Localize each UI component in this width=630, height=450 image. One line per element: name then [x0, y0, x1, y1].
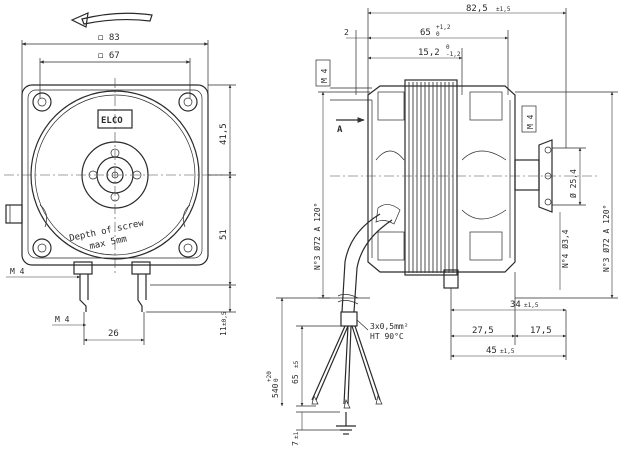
dim-m4-right-text: M 4 [526, 114, 535, 129]
dim-67-text: ◻ 67 [98, 51, 120, 61]
dimension-m4-bottom: M 4 [52, 315, 87, 327]
dimension-m4-right: M 4 [521, 105, 537, 133]
dimension-27-5: 27,5 [450, 272, 567, 360]
screw-depth-label: Depth of screw max 5mm [69, 218, 146, 252]
dim-82-5-tol: ±1,5 [496, 6, 511, 13]
power-cable [311, 204, 401, 435]
dimension-17-5: 17,5 [514, 326, 567, 338]
side-motor-body [367, 79, 516, 296]
dimension-m4-side: M 4 [6, 267, 81, 279]
cable-spec-line2: HT 90°C [370, 332, 404, 341]
dim-45-text: 45 [486, 346, 497, 356]
cable-spec: 3x0,5mm² HT 90°C [356, 319, 409, 341]
dim-15-2-tol-bottom: -1,2 [446, 51, 461, 58]
dim-51-text: 51 [219, 229, 229, 240]
dim-540-tol-top: +20 [266, 371, 273, 382]
dim-hub-diameter-text: Ø 25,4 [568, 169, 578, 198]
dimension-41-5: 41,5 [208, 84, 236, 176]
shaft-hub [330, 139, 600, 213]
front-motor-body: ELCO [5, 84, 209, 312]
dim-83-text: ◻ 83 [98, 33, 120, 43]
dimension-540: 540 +20 0 [266, 297, 330, 407]
dim-27-5-text: 27,5 [472, 326, 494, 336]
dim-26-text: 26 [108, 329, 119, 339]
dim-7-tol: ±1 [293, 431, 300, 439]
dimension-34: 34 ±1,5 [450, 300, 567, 312]
dim-15-2-text: 15,2 [418, 48, 440, 58]
dimension-square-67: ◻ 67 [39, 51, 191, 98]
lamination-hatching [408, 82, 454, 273]
dim-65-lead-text: 65 [291, 374, 300, 384]
dimension-65-lead: 65 ±5 [291, 325, 342, 407]
dim-2-text: 2 [344, 28, 349, 37]
dim-7-text: 7 [291, 441, 300, 446]
rotation-arrow-icon [70, 12, 153, 28]
dim-m4-left-text: M 4 [320, 68, 329, 83]
dimension-right-vertical: N°3 Ø72 A 120° [515, 91, 618, 299]
brand-logo-text: ELCO [101, 116, 123, 126]
dim-m4-side-text: M 4 [10, 267, 25, 276]
dimension-square-83: ◻ 83 [21, 33, 209, 95]
dim-65-tol-top: +1,2 [436, 24, 451, 31]
dim-540-text: 540 [271, 383, 280, 398]
dimension-65: 65 +1,2 0 [367, 24, 509, 95]
dimension-51: 51 [150, 174, 236, 286]
dimension-holes: N°4 Ø3,4 [559, 212, 570, 290]
dim-540-tol-bottom: 0 [273, 378, 280, 382]
dim-65-tol-bottom: 0 [436, 31, 440, 38]
dimension-7: 7 ±1 [291, 411, 340, 446]
dim-17-5-text: 17,5 [530, 326, 552, 336]
dim-15-2-tol-top: 0 [446, 44, 450, 51]
dim-11-text: 11 [219, 326, 228, 336]
dim-11-tol: ±0,5 [221, 311, 228, 326]
dim-65-lead-tol: ±5 [293, 360, 300, 368]
dim-82-5-text: 82,5 [466, 4, 488, 14]
dimension-82-5: 82,5 ±1,5 [367, 4, 567, 148]
view-arrow-a: A [336, 117, 365, 135]
dimension-45: 45 ±1,5 [450, 346, 567, 358]
dimension-2: 2 [344, 28, 368, 95]
side-view: 82,5 ±1,5 2 65 +1,2 0 15,2 0 -1,2 M 4 [266, 4, 618, 446]
cable-spec-line1: 3x0,5mm² [370, 322, 409, 331]
dim-right-vertical-text: N°3 Ø72 A 120° [601, 205, 611, 272]
dimension-11: 11 ±0,5 [146, 284, 236, 336]
dim-34-text: 34 [510, 300, 521, 310]
dim-65-text: 65 [420, 28, 431, 38]
dimension-m4-left: M 4 [315, 59, 372, 101]
dimension-left-vertical: N°3 Ø72 A 120° [312, 91, 370, 299]
front-view: ◻ 83 ◻ 67 [4, 12, 236, 345]
dim-m4-bottom-text: M 4 [55, 315, 70, 324]
dim-left-vertical-text: N°3 Ø72 A 120° [312, 203, 322, 270]
dim-holes-text: N°4 Ø3,4 [560, 229, 570, 268]
view-arrow-a-text: A [337, 125, 343, 135]
dimension-hub-diameter: Ø 25,4 [552, 147, 586, 206]
dimension-26: 26 [83, 312, 145, 345]
dim-41-5-text: 41,5 [219, 123, 229, 145]
dimension-15-2: 15,2 0 -1,2 [367, 44, 463, 95]
dim-45-tol: ±1,5 [500, 348, 515, 355]
dim-34-tol: ±1,5 [524, 302, 539, 309]
